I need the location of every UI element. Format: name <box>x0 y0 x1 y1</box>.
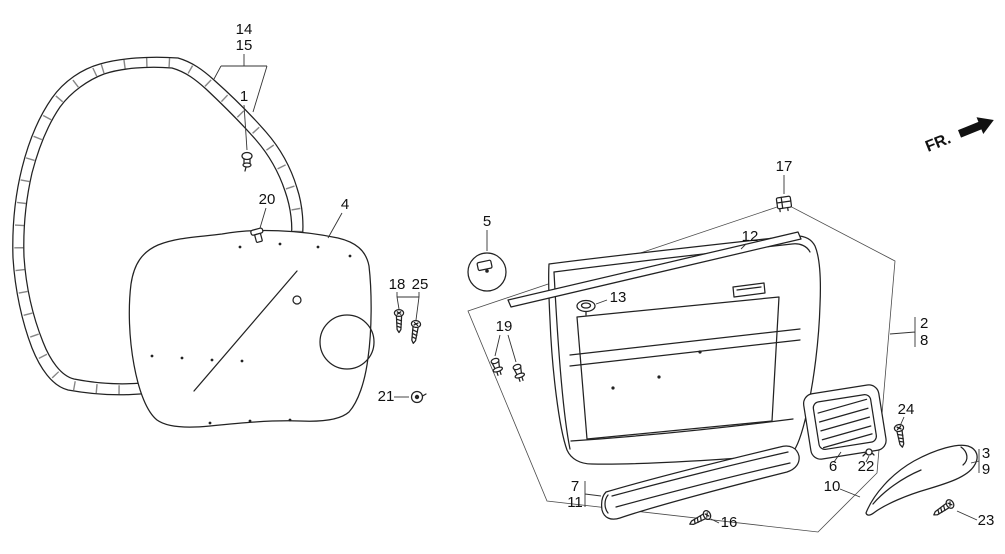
leader-23 <box>956 510 978 521</box>
part-label-11: 11 <box>567 494 583 511</box>
pocket-trim <box>601 445 800 520</box>
armrest-band-lines <box>569 328 801 367</box>
fr-direction-indicator: FR. <box>923 117 994 156</box>
part-label-15: 15 <box>236 37 253 54</box>
leader-13 <box>595 299 608 305</box>
speaker-grille <box>802 384 887 460</box>
leader-19 <box>494 334 517 363</box>
leader-24 <box>899 416 905 427</box>
clip-17 <box>775 195 793 213</box>
screw-18 <box>393 308 405 334</box>
part-label-13: 13 <box>610 289 627 306</box>
leader-14-15 <box>213 54 268 113</box>
fr-arrow-icon <box>958 117 994 138</box>
part-label-12: 12 <box>742 228 759 245</box>
trim-molding-strip <box>507 231 802 308</box>
leader-20 <box>259 207 267 229</box>
part-label-7: 7 <box>571 478 579 495</box>
liner-crease-line <box>193 270 298 392</box>
liner-outline <box>128 229 372 428</box>
part-label-5: 5 <box>483 213 491 230</box>
grommet-21 <box>410 390 427 404</box>
screw-16 <box>686 508 713 529</box>
liner-clip-dots <box>150 242 352 425</box>
part-label-16: 16 <box>721 514 738 531</box>
door-hole-liner <box>128 229 375 428</box>
leader-2-8 <box>889 317 916 347</box>
part-label-10: 10 <box>824 478 841 495</box>
part-label-20: 20 <box>259 191 276 208</box>
part-label-23: 23 <box>978 512 995 529</box>
part-label-14: 14 <box>236 21 253 38</box>
leader-22 <box>865 455 870 463</box>
leader-7-11 <box>584 481 602 507</box>
part-label-9: 9 <box>982 461 990 478</box>
clip-22 <box>862 448 875 457</box>
grommet-13 <box>576 299 596 316</box>
fr-label: FR. <box>923 130 953 155</box>
leader-1 <box>243 104 248 151</box>
leader-12 <box>740 243 747 250</box>
screw-23 <box>930 497 957 520</box>
part-label-4: 4 <box>341 196 349 213</box>
panel-clip-dots <box>611 350 702 390</box>
liner-small-hole <box>292 295 302 305</box>
part-label-21: 21 <box>378 388 395 405</box>
part-callouts: 14 15 1 20 4 18 25 5 19 21 13 12 17 2 8 … <box>236 21 995 531</box>
door-trim-panel <box>547 235 821 465</box>
leader-10 <box>839 488 861 498</box>
part-label-2: 2 <box>920 315 928 332</box>
pocket-top-line <box>570 418 794 442</box>
door-handle-recess <box>732 282 766 298</box>
leader-3-9 <box>970 449 980 473</box>
leader-18-25 <box>396 292 420 321</box>
part-label-6: 6 <box>829 458 837 475</box>
part-label-17: 17 <box>776 158 793 175</box>
leader-16 <box>710 518 720 524</box>
blanking-plug <box>467 252 507 292</box>
part-label-1: 1 <box>240 88 248 105</box>
leader-6 <box>833 451 842 463</box>
part-label-25: 25 <box>412 276 429 293</box>
screw-24 <box>893 423 908 449</box>
part-label-22: 22 <box>858 458 875 475</box>
part-label-19: 19 <box>496 318 513 335</box>
part-label-18: 18 <box>389 276 406 293</box>
clip-1 <box>241 151 253 172</box>
clip-20 <box>250 227 264 243</box>
speaker-hole <box>319 314 375 370</box>
leader-lines <box>213 54 980 524</box>
armrest <box>865 444 978 516</box>
pin-19b <box>511 362 527 383</box>
part-label-8: 8 <box>920 332 928 349</box>
part-label-24: 24 <box>898 401 915 418</box>
leader-4 <box>327 212 343 239</box>
screw-25 <box>408 319 422 345</box>
pin-19a <box>489 356 505 377</box>
part-label-3: 3 <box>982 445 990 462</box>
